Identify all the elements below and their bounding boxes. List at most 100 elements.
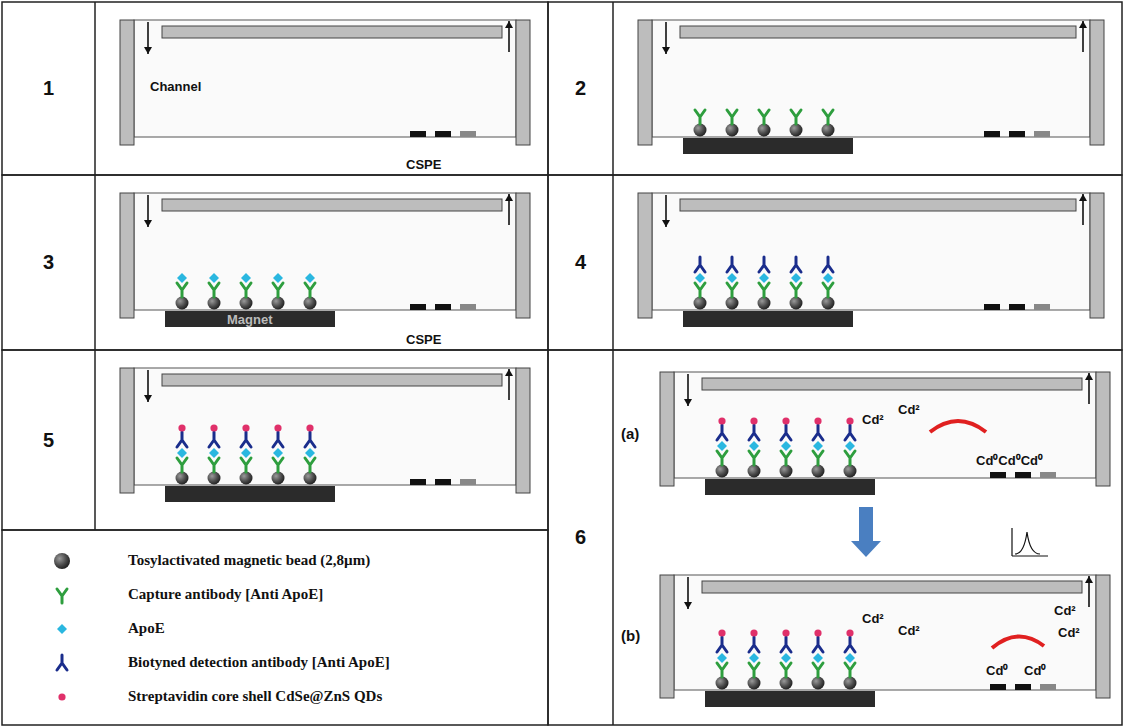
capture-antibody	[273, 283, 283, 297]
apoe	[209, 273, 219, 283]
screen-printed-electrode	[410, 131, 426, 137]
capture-antibody	[695, 110, 705, 124]
apoe	[823, 273, 833, 283]
quantum-dot	[274, 424, 281, 431]
channel-cover	[162, 26, 502, 38]
channel-cover	[162, 374, 502, 386]
apoe	[695, 273, 705, 283]
detection-antibody	[57, 655, 67, 670]
legend-text: ApoE	[128, 620, 165, 637]
apoe	[241, 448, 251, 458]
panel-number: 3	[43, 251, 54, 274]
screen-printed-electrode	[460, 479, 476, 485]
screen-printed-electrode	[984, 304, 1000, 310]
quantum-dot	[242, 424, 249, 431]
apoe	[717, 441, 727, 451]
flow-arrow-head	[505, 369, 513, 376]
channel	[674, 575, 1096, 690]
screen-printed-electrode	[460, 304, 476, 310]
flow-arrow-head	[1079, 194, 1087, 201]
screen-printed-electrode	[1034, 304, 1050, 310]
panel-border	[548, 2, 1122, 175]
panel-border	[2, 350, 548, 530]
apoe	[177, 448, 187, 458]
capture-antibody	[749, 663, 759, 677]
panel-border	[2, 2, 548, 175]
flow-arrow-head	[1085, 373, 1093, 380]
apoe	[813, 441, 823, 451]
screen-printed-electrode	[1040, 472, 1056, 478]
detection-antibody	[241, 432, 251, 447]
ion-label: Cd²	[862, 413, 884, 426]
detection-antibody	[695, 257, 705, 272]
detection-antibody	[759, 257, 769, 272]
detection-antibody	[209, 432, 219, 447]
capture-antibody	[813, 451, 823, 465]
panel-border	[2, 175, 548, 350]
magnet	[705, 691, 875, 707]
detection-antibody	[305, 432, 315, 447]
capture-antibody	[177, 283, 187, 297]
channel-wall	[660, 372, 674, 486]
channel	[652, 20, 1090, 137]
detection-antibody	[845, 637, 855, 652]
sub-panel: (b)	[613, 560, 1119, 710]
capture-antibody	[209, 283, 219, 297]
detection-antibody	[749, 425, 759, 440]
channel-wall	[1090, 193, 1104, 318]
channel-wall	[516, 193, 530, 318]
red-arc	[930, 421, 986, 432]
capture-antibody	[695, 283, 705, 297]
panel-number: 4	[575, 251, 586, 274]
legend-text: Tosylactivated magnetic bead (2,8µm)	[128, 552, 370, 569]
detection-antibody	[177, 432, 187, 447]
ion-label: Cd²	[862, 612, 884, 625]
screen-printed-electrode	[984, 131, 1000, 137]
capture-antibody	[57, 589, 67, 603]
screen-printed-electrode	[1034, 131, 1050, 137]
legend-text: Streptavidin core shell CdSe@ZnS QDs	[128, 688, 382, 705]
channel-wall	[638, 193, 652, 318]
legend-text: Capture antibody [Anti ApoE]	[128, 586, 323, 603]
legend-border	[2, 530, 548, 725]
ion-label: Cd²	[1058, 626, 1080, 639]
apoe	[749, 441, 759, 451]
channel-wall	[660, 575, 674, 698]
ion-label: Cd⁰Cd⁰Cd⁰	[976, 454, 1043, 467]
channel-wall	[1096, 372, 1110, 486]
apoe	[749, 653, 759, 663]
capture-antibody	[781, 663, 791, 677]
capture-antibody	[717, 663, 727, 677]
magnet	[683, 138, 853, 154]
panel-number: 1	[43, 77, 54, 100]
flow-arrow-head	[1079, 21, 1087, 28]
panel-cell: 3	[2, 175, 548, 350]
panel-number: 6	[575, 526, 586, 549]
quantum-dot	[58, 693, 65, 700]
ion-label: Cd⁰	[1024, 664, 1046, 677]
capture-antibody	[813, 663, 823, 677]
ion-label: Cd²	[1054, 604, 1076, 617]
detection-antibody	[781, 637, 791, 652]
capture-antibody	[823, 110, 833, 124]
screen-printed-electrode	[410, 479, 426, 485]
block-arrow	[851, 507, 881, 557]
legend-bead	[54, 553, 70, 569]
screen-printed-electrode	[435, 479, 451, 485]
flow-arrow-head	[1085, 576, 1093, 583]
apoe	[305, 448, 315, 458]
flow-arrow-head	[684, 399, 692, 406]
screen-printed-electrode	[990, 472, 1006, 478]
channel-cover	[680, 26, 1076, 38]
apoe	[759, 273, 769, 283]
capture-antibody	[305, 458, 315, 472]
capture-antibody	[759, 110, 769, 124]
electrode-label: CSPE	[406, 158, 441, 171]
channel-wall	[516, 20, 530, 145]
channel	[134, 368, 516, 485]
panel-number: 2	[575, 77, 586, 100]
flow-arrow-head	[144, 47, 152, 54]
sub-panel-label: (b)	[621, 627, 640, 644]
quantum-dot	[306, 424, 313, 431]
